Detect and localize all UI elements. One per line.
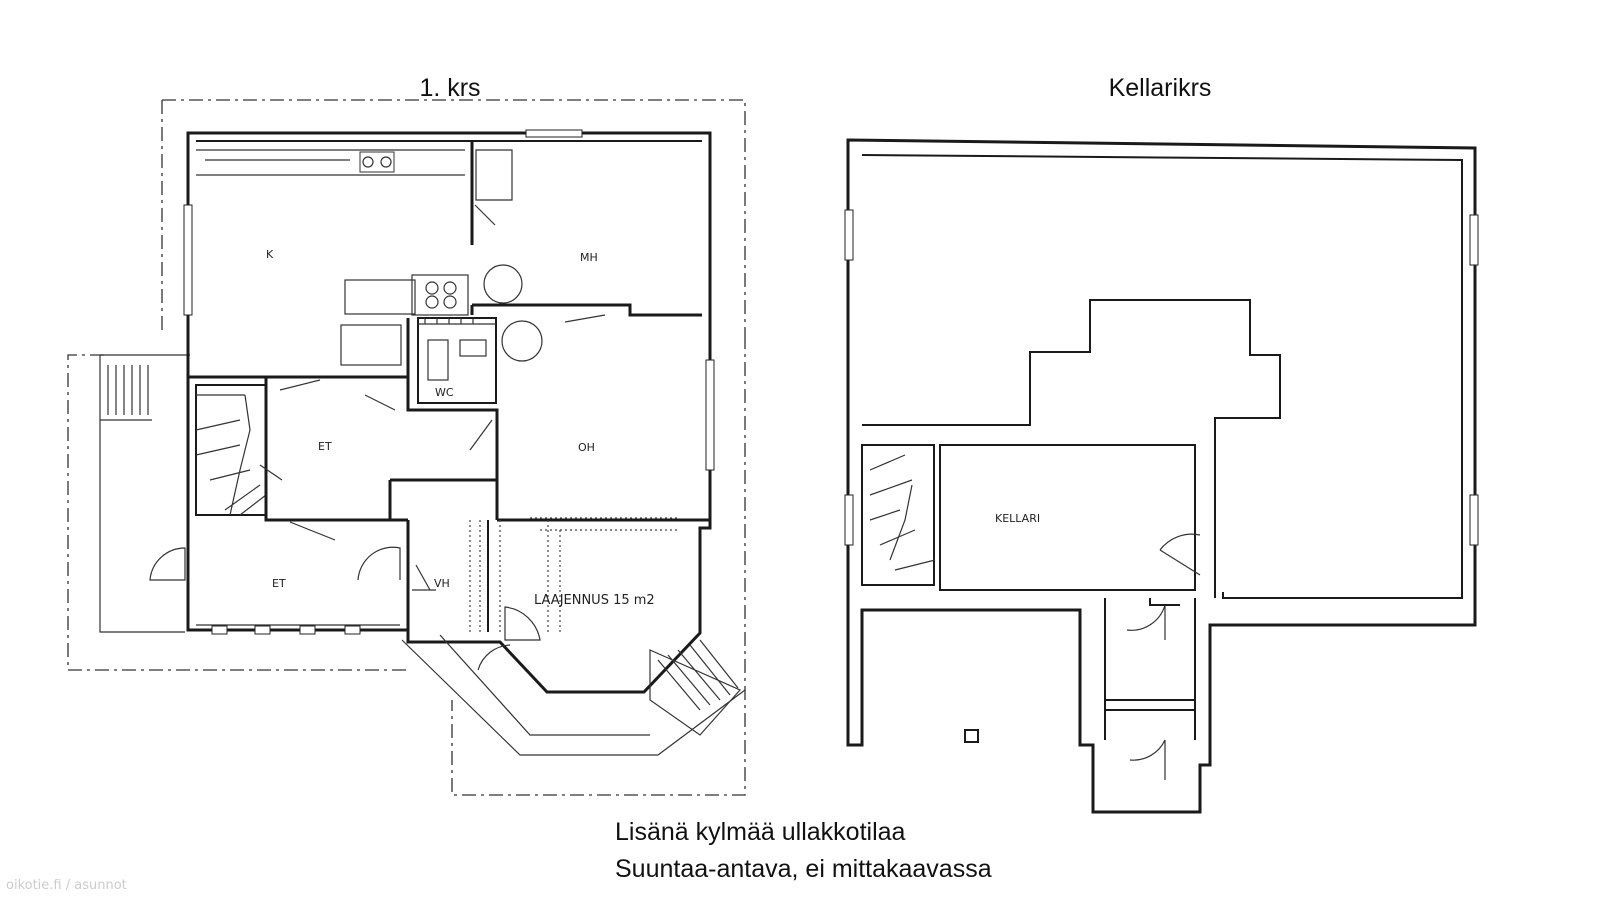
first-floor-plan: [67, 99, 746, 796]
room-label-et-upper: ET: [318, 440, 332, 453]
watermark: oikotie.fi / asunnot: [6, 878, 127, 893]
room-label-vh: VH: [434, 577, 450, 590]
caption-scale-note: Suuntaa-antava, ei mittakaavassa: [615, 855, 992, 883]
room-label-oh: OH: [578, 441, 595, 454]
room-label-et-lower: ET: [272, 577, 286, 590]
room-label-k: K: [266, 248, 274, 261]
caption-attic: Lisänä kylmää ullakkotilaa: [615, 818, 906, 846]
caption-block: Lisänä kylmää ullakkotilaa Suuntaa-antav…: [615, 814, 992, 888]
room-label-kellari: KELLARI: [995, 512, 1040, 525]
room-label-laajennus: LAAJENNUS 15 m2: [534, 593, 655, 608]
room-label-mh: MH: [580, 251, 598, 264]
basement-title: Kellarikrs: [1108, 74, 1212, 102]
first-floor-title: 1. krs: [419, 74, 481, 102]
basement-plan: [844, 138, 1479, 814]
room-label-wc: WC: [435, 386, 454, 399]
